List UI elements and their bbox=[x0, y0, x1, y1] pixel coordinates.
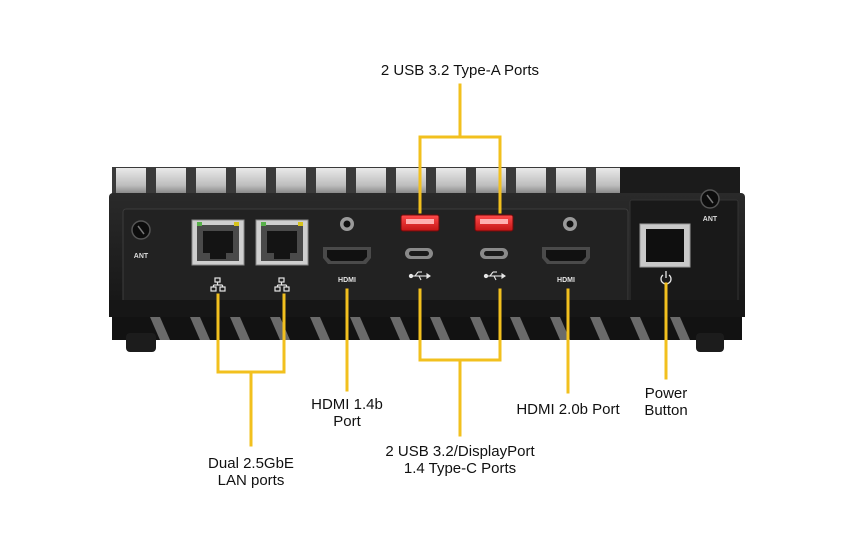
label-lan-ports: Dual 2.5GbE LAN ports bbox=[208, 455, 294, 489]
label-usb-type-a: 2 USB 3.2 Type-A Ports bbox=[380, 62, 540, 79]
callout-usb-a-bracket bbox=[418, 83, 502, 214]
lan-port-2[interactable] bbox=[255, 219, 309, 266]
label-usb-type-c: 2 USB 3.2/DisplayPort 1.4 Type-C Ports bbox=[385, 443, 535, 477]
antenna-connector-left bbox=[131, 220, 151, 240]
bottom-heatsink-fins bbox=[112, 317, 742, 352]
usb-type-c-port-2[interactable] bbox=[480, 248, 508, 259]
usb-type-a-port-2[interactable] bbox=[474, 214, 514, 232]
audio-jack-left[interactable] bbox=[340, 217, 354, 231]
antenna-connector-right bbox=[700, 189, 720, 209]
callout-lan-bracket bbox=[216, 293, 286, 447]
network-icon-2 bbox=[274, 277, 290, 292]
network-icon-1 bbox=[210, 277, 226, 292]
ant-label-left: ANT bbox=[134, 253, 149, 260]
callout-usb-c-bracket bbox=[418, 288, 502, 437]
label-hdmi-2-0b: HDMI 2.0b Port bbox=[516, 401, 620, 418]
label-hdmi-1-4b: HDMI 1.4b Port bbox=[311, 396, 383, 430]
lan-port-1[interactable] bbox=[191, 219, 245, 266]
label-power-button: Power Button bbox=[644, 385, 688, 419]
usb-type-c-port-1[interactable] bbox=[405, 248, 433, 259]
ant-label-right: ANT bbox=[703, 216, 718, 223]
hdmi-2-0b-port[interactable] bbox=[542, 247, 590, 264]
usb-icon-1 bbox=[408, 271, 431, 281]
usb-icon-2 bbox=[483, 271, 506, 281]
power-button[interactable] bbox=[639, 223, 691, 268]
hdmi-label-right: HDMI bbox=[557, 277, 575, 284]
hdmi-label-left: HDMI bbox=[338, 277, 356, 284]
audio-jack-right[interactable] bbox=[563, 217, 577, 231]
usb-type-a-port-1[interactable] bbox=[400, 214, 440, 232]
hdmi-1-4b-port[interactable] bbox=[323, 247, 371, 264]
